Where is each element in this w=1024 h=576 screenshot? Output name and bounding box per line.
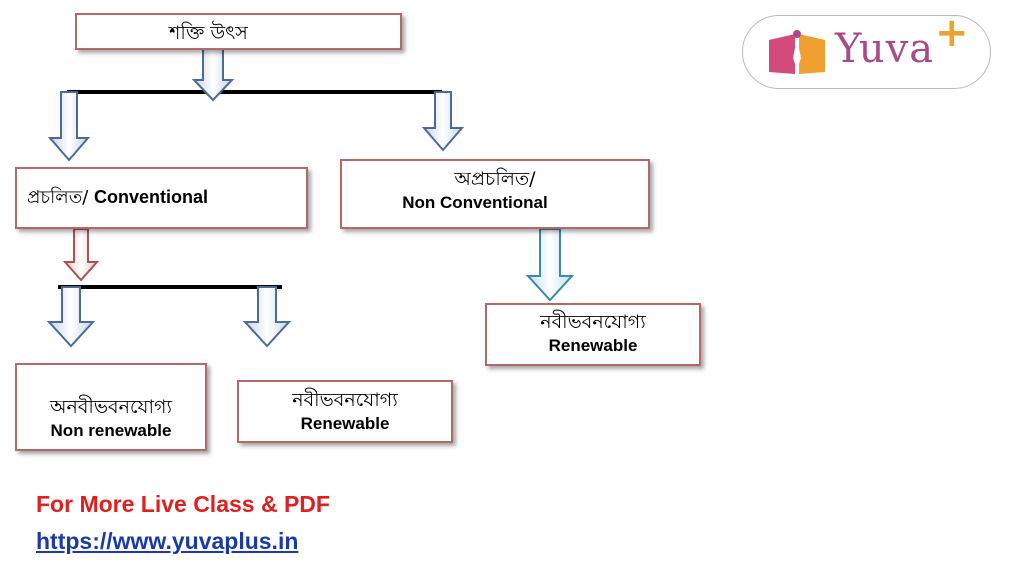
node-conventional: প্রচলিত/ Conventional [15, 167, 308, 229]
node-label-bn: শক্তি উৎস [169, 22, 248, 44]
arrow-to-renewable-mid [242, 286, 292, 348]
node-label-en: Renewable [300, 414, 390, 433]
node-non-renewable: অনবীভবনযোগ্য Non renewable [15, 363, 207, 451]
node-renewable-conventional: নবীভবনযোগ্য Renewable [237, 380, 453, 443]
node-label-bn: নবীভবনযোগ্য [292, 389, 398, 411]
node-energy-source: শক্তি উৎস [75, 13, 402, 50]
book-pen-icon [769, 30, 825, 74]
node-label-en: Conventional [94, 187, 209, 207]
node-label-bn: নবীভবনযোগ্য [540, 311, 646, 333]
node-label-en: Non renewable [50, 421, 172, 440]
node-label-en: Non Conventional [402, 193, 548, 212]
arrow-to-non-renewable [46, 286, 96, 348]
logo-text: Yuva [835, 26, 935, 72]
node-renewable-non-conventional: নবীভবনযোগ্য Renewable [485, 303, 701, 366]
node-label-en: Renewable [548, 336, 638, 355]
node-non-conventional: অপ্রচলিত/ Non Conventional [340, 159, 650, 229]
node-label-bn: অপ্রচলিত/ [454, 168, 536, 190]
arrow-to-conventional [47, 91, 91, 162]
website-link[interactable]: https://www.yuvaplus.in [36, 528, 299, 554]
logo-plus: + [935, 10, 969, 56]
node-label: প্রচলিত/ Conventional [17, 169, 306, 210]
node-label-bn: প্রচলিত/ [27, 187, 89, 208]
arrow-to-renewable-right [525, 228, 575, 302]
node-label-bn: অনবীভবনযোগ্য [50, 396, 172, 418]
yuva-plus-logo: Yuva + [742, 10, 991, 89]
arrow-root-down [191, 47, 235, 102]
arrow-conventional-down [62, 228, 100, 282]
promo-text: For More Live Class & PDF [36, 491, 330, 517]
arrow-to-non-conventional [421, 91, 465, 152]
